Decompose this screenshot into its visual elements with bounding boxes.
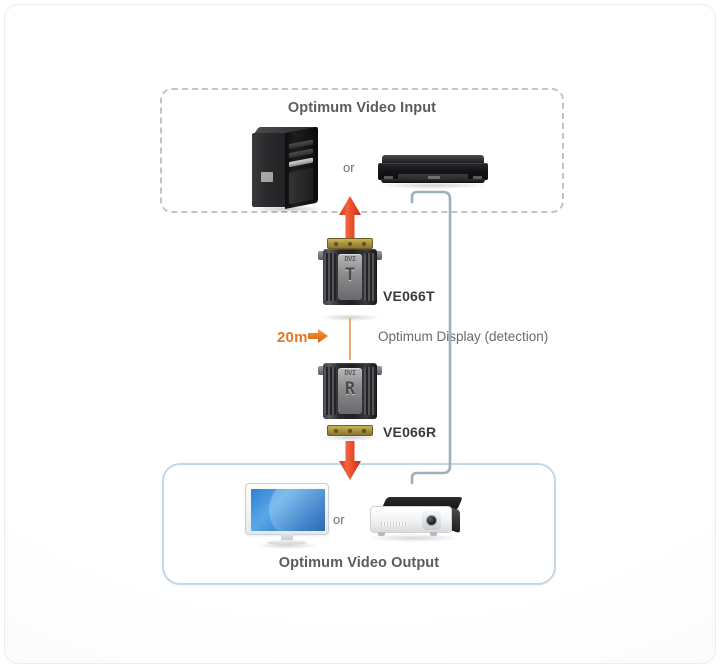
transmitter-grip xyxy=(364,253,376,301)
transmitter-shadow xyxy=(320,314,380,321)
dvd-top-face xyxy=(382,155,484,164)
transmitter-screw xyxy=(318,251,327,260)
transmitter-marking-letter: T xyxy=(344,265,356,285)
monitor-shadow xyxy=(255,542,319,549)
transmitter-housing: DVI T xyxy=(323,249,377,305)
output-or-label: or xyxy=(333,512,345,527)
receiver-faceplate xyxy=(338,368,362,414)
dvd-front-face xyxy=(378,163,488,182)
output-zone-title: Optimum Video Output xyxy=(278,555,440,571)
receiver-shadow xyxy=(320,434,380,441)
transmitter-device-ve066t: DVI T xyxy=(318,238,382,321)
transmitter-screw xyxy=(373,251,382,260)
connector-pin xyxy=(334,242,338,246)
receiver-marking-letter: R xyxy=(344,379,356,399)
monitor-stand-base xyxy=(267,540,307,545)
input-or-label: or xyxy=(343,160,355,175)
lcd-monitor-icon xyxy=(245,483,329,549)
connector-pin xyxy=(334,429,338,433)
transmitter-vga-connector xyxy=(327,238,373,249)
receiver-grip xyxy=(364,367,376,415)
projector-lens xyxy=(426,515,437,526)
input-zone-title: Optimum Video Input xyxy=(287,100,437,116)
projector-foot xyxy=(430,532,437,536)
receiver-screw xyxy=(373,366,382,375)
receiver-housing: DVI R xyxy=(323,363,377,419)
monitor-stand-neck xyxy=(281,534,293,541)
optimum-video-output-zone: Optimum Video Output xyxy=(162,463,556,585)
receiver-grip xyxy=(324,367,336,415)
tower-side-face xyxy=(252,133,286,207)
tower-front-panel xyxy=(289,167,313,205)
dvd-base xyxy=(381,179,485,183)
transmitter-grip xyxy=(324,253,336,301)
dvd-player-icon xyxy=(378,155,488,189)
connector-pin xyxy=(348,429,352,433)
tower-optical-drive xyxy=(289,157,313,168)
receiver-device-ve066r: DVI R xyxy=(318,358,382,441)
monitor-screen xyxy=(251,489,325,531)
transmitter-marking-code: DVI xyxy=(344,255,356,263)
tower-drive-bay xyxy=(289,139,313,150)
receiver-label: VE066R xyxy=(383,424,437,440)
tower-logo xyxy=(261,172,273,182)
dvd-shadow xyxy=(378,182,488,189)
tower-shadow xyxy=(250,205,324,213)
connector-pin xyxy=(362,429,366,433)
receiver-marking-code: DVI xyxy=(344,369,356,377)
projector-vent xyxy=(381,522,407,525)
projector-shadow xyxy=(368,534,460,542)
dvd-display xyxy=(428,176,440,179)
connector-pin xyxy=(348,242,352,246)
distance-arrow-right xyxy=(308,329,328,343)
projector-icon xyxy=(368,497,464,543)
transmitter-label: VE066T xyxy=(383,288,435,304)
detection-label: Optimum Display (detection) xyxy=(378,329,549,344)
monitor-bezel xyxy=(245,483,329,535)
dvd-button xyxy=(473,176,482,179)
monitor-screen-highlight xyxy=(269,489,325,531)
computer-tower-icon xyxy=(250,126,324,213)
connector-pin xyxy=(362,242,366,246)
distance-label: 20m xyxy=(277,329,308,346)
optimum-video-input-zone: Optimum Video Input xyxy=(160,88,564,213)
tower-front-face xyxy=(285,126,318,209)
tower-drive-bay xyxy=(289,148,313,159)
dvd-button xyxy=(384,176,393,179)
receiver-vga-connector xyxy=(327,425,373,436)
transmitter-faceplate xyxy=(338,254,362,300)
projector-foot xyxy=(378,532,385,536)
receiver-screw xyxy=(318,366,327,375)
